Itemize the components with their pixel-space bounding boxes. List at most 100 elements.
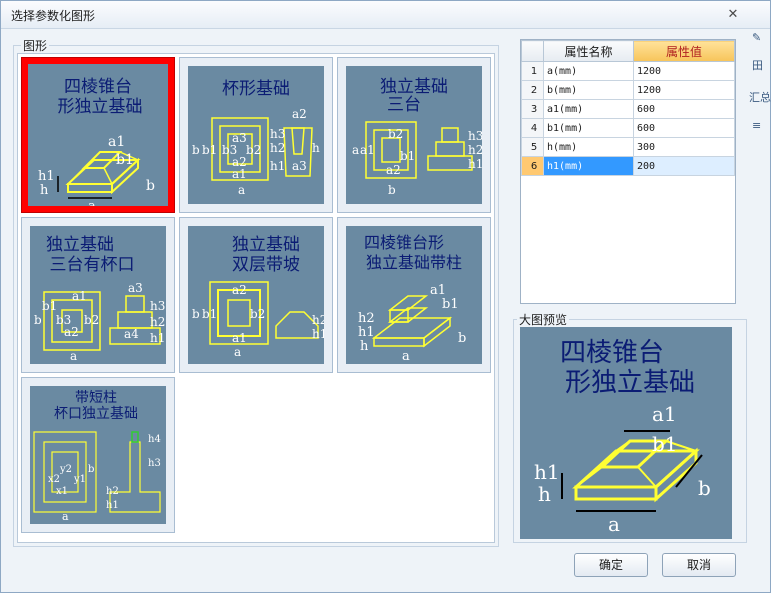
dim-label: y2 xyxy=(59,464,72,475)
dim-label: h3 xyxy=(148,458,161,469)
dim-label: b2 xyxy=(246,143,261,157)
dim-label: h1 xyxy=(270,159,285,173)
ok-button[interactable]: 确定 xyxy=(574,553,648,577)
dim-label: b3 xyxy=(56,313,71,327)
shape-tile-short-column-cup-foundation[interactable]: 带短柱 杯口独立基础 x2 y2 x1 y1 b a h4 h3 h2 h1 xyxy=(21,377,175,533)
dim-label: b xyxy=(192,307,200,321)
dim-label: h xyxy=(312,141,320,155)
dim-label: h xyxy=(40,183,49,198)
dim-label: b1 xyxy=(442,297,459,312)
dim-label: h1 xyxy=(358,325,375,340)
dim-label: a xyxy=(234,345,241,359)
shapes-group-label: 图形 xyxy=(21,37,50,54)
dim-label: a4 xyxy=(124,327,139,341)
dim-label: h xyxy=(538,482,551,506)
dim-label: a1 xyxy=(652,402,677,426)
row-index: 2 xyxy=(521,80,544,100)
shape-tile-cup-foundation[interactable]: 杯形基础 a2 a3 b3 b2 b b1 a2 a1 a h3 h2 h1 h… xyxy=(179,57,333,213)
dim-label: b2 xyxy=(84,313,99,327)
shape-gallery: 四棱锥台 形独立基础 a1 b1 h1 h a b xyxy=(17,53,495,543)
dialog-title: 选择参数化图形 xyxy=(11,9,96,23)
dim-label: a3 xyxy=(292,159,307,173)
short-column-cup-foundation-thumbnail: 带短柱 杯口独立基础 x2 y2 x1 y1 b a h4 h3 h2 h1 xyxy=(30,386,166,524)
property-value[interactable]: 200 xyxy=(633,156,735,176)
thumb-title-line: 三台 xyxy=(387,95,421,115)
dim-label: a xyxy=(88,199,96,206)
dim-label: b1 xyxy=(652,432,678,456)
cancel-button[interactable]: 取消 xyxy=(662,553,736,577)
property-value[interactable]: 1200 xyxy=(633,80,735,100)
dim-label: b xyxy=(458,331,466,346)
shape-tile-three-tier-foundation[interactable]: 独立基础 三台 b2 a a1 b1 a2 b h3 h2 h1 xyxy=(337,57,491,213)
property-value[interactable]: 300 xyxy=(633,137,735,157)
dim-label: a xyxy=(352,143,359,157)
property-value[interactable]: 600 xyxy=(633,99,735,119)
dim-label: a1 xyxy=(360,143,375,157)
close-icon[interactable]: ✕ xyxy=(727,7,739,22)
background-app-strip: ✎ 田 汇总 ≡ xyxy=(749,29,771,179)
table-row[interactable]: 5 h(mm) 300 xyxy=(521,137,735,157)
row-index: 3 xyxy=(521,99,544,119)
shape-tile-frustum-with-column[interactable]: 四棱锥台形 独立基础带柱 a1 b1 h2 h1 h b a xyxy=(337,217,491,373)
thumb-title-line: 形独立基础 xyxy=(58,97,143,117)
table-row[interactable]: 1 a(mm) 1200 xyxy=(521,61,735,81)
thumb-title-line: 杯口独立基础 xyxy=(54,405,138,422)
dim-label: h1 xyxy=(312,327,324,341)
col-header-value[interactable]: 属性值 xyxy=(633,40,735,62)
table-row[interactable]: 4 b1(mm) 600 xyxy=(521,118,735,138)
dim-label: h3 xyxy=(150,299,165,313)
col-header-name[interactable]: 属性名称 xyxy=(543,40,634,62)
table-row[interactable]: 3 a1(mm) 600 xyxy=(521,99,735,119)
dim-label: b1 xyxy=(202,143,217,157)
property-name[interactable]: a1(mm) xyxy=(543,99,634,119)
property-name[interactable]: b(mm) xyxy=(543,80,634,100)
thumb-title-line: 独立基础带柱 xyxy=(366,253,462,272)
property-name[interactable]: b1(mm) xyxy=(543,118,634,138)
property-value[interactable]: 1200 xyxy=(633,61,735,81)
dim-label: b1 xyxy=(202,307,217,321)
table-row-selected[interactable]: 6 h1(mm) 200 xyxy=(521,156,735,176)
list-icon: ≡ xyxy=(752,119,762,132)
dim-label: h2 xyxy=(358,311,375,326)
dim-label: a3 xyxy=(128,281,143,295)
summary-tab: 汇总 xyxy=(749,91,771,104)
three-tier-cup-foundation-thumbnail: 独立基础 三台有杯口 a1 a3 b1 b3 a2 b2 b a h3 h2 h… xyxy=(30,226,166,364)
table-row[interactable]: 2 b(mm) 1200 xyxy=(521,80,735,100)
dim-label: a1 xyxy=(232,167,247,181)
dim-label: x2 xyxy=(48,474,60,485)
dim-label: a3 xyxy=(232,131,247,145)
dim-label: h2 xyxy=(106,486,119,497)
frustum-with-column-thumbnail: 四棱锥台形 独立基础带柱 a1 b1 h2 h1 h b a xyxy=(346,226,482,364)
dim-label: a2 xyxy=(64,325,79,339)
large-preview-image: 四棱锥台 形独立基础 a1 b1 h1 h a b xyxy=(520,327,732,539)
row-index-header xyxy=(521,40,544,62)
thumb-title-line: 带短柱 xyxy=(75,390,117,406)
dim-label: b xyxy=(88,464,94,475)
dim-label: b xyxy=(34,313,42,327)
dim-label: h1 xyxy=(106,500,119,511)
shape-tile-frustum-foundation[interactable]: 四棱锥台 形独立基础 a1 b1 h1 h a b xyxy=(21,57,175,213)
dim-label: h2 xyxy=(312,313,324,327)
dim-label: h1 xyxy=(534,460,560,484)
property-table: 属性名称 属性值 1 a(mm) 1200 2 b(mm) 1200 3 a1(… xyxy=(520,39,736,304)
thumb-title-line: 四棱锥台 xyxy=(64,77,132,97)
dim-label: b3 xyxy=(222,143,237,157)
property-name[interactable]: h1(mm) xyxy=(543,156,634,176)
preview-title-line: 四棱锥台 xyxy=(560,338,664,368)
dim-label: a1 xyxy=(232,331,247,345)
preview-group-label: 大图预览 xyxy=(517,311,570,328)
thumb-title-line: 四棱锥台形 xyxy=(364,233,444,252)
property-name[interactable]: h(mm) xyxy=(543,137,634,157)
property-name[interactable]: a(mm) xyxy=(543,61,634,81)
dim-label: a xyxy=(238,183,245,197)
dim-label: h3 xyxy=(468,129,482,143)
property-value[interactable]: 600 xyxy=(633,118,735,138)
title-bar[interactable]: 选择参数化图形 ✕ xyxy=(1,1,770,29)
shape-tile-three-tier-cup-foundation[interactable]: 独立基础 三台有杯口 a1 a3 b1 b3 a2 b2 b a h3 h2 h… xyxy=(21,217,175,373)
dim-label: a xyxy=(62,510,69,523)
shape-tile-double-slope-foundation[interactable]: 独立基础 双层带坡 a2 b b1 b2 a1 a h2 h1 xyxy=(179,217,333,373)
dim-label: b1 xyxy=(400,149,415,163)
thumb-title-line: 独立基础 xyxy=(380,77,448,97)
dim-label: b xyxy=(388,183,396,197)
